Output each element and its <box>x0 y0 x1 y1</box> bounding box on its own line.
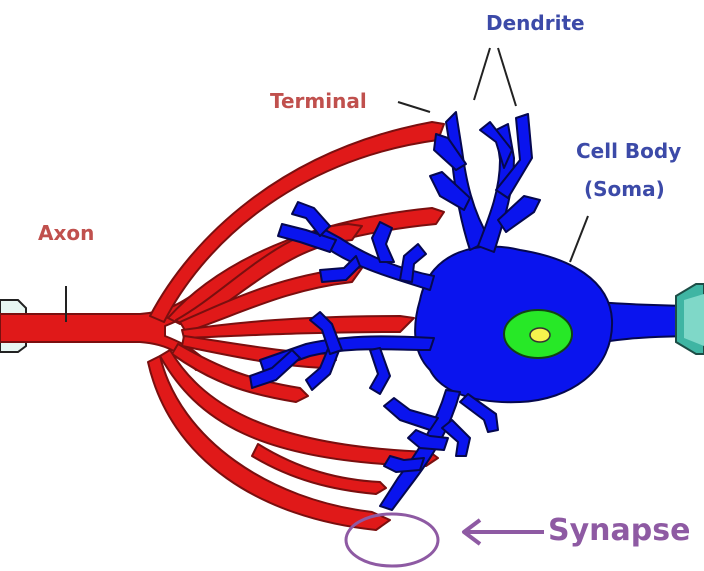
axon-label: Axon <box>38 222 94 244</box>
right-edge-stub <box>676 284 704 354</box>
axon <box>0 122 444 530</box>
soma-label: (Soma) <box>584 178 665 200</box>
nucleus <box>504 310 572 358</box>
dendrite-pointer-left <box>474 48 490 100</box>
terminal-pointer <box>398 102 430 112</box>
dendrite-pointer-right <box>498 48 516 106</box>
synapse-label: Synapse <box>548 514 690 547</box>
terminal-label: Terminal <box>270 90 367 112</box>
cell-body-label: Cell Body <box>576 140 681 162</box>
cell-body-pointer <box>570 216 588 262</box>
synapse-circle <box>346 514 438 566</box>
dendrite-label: Dendrite <box>486 12 585 34</box>
